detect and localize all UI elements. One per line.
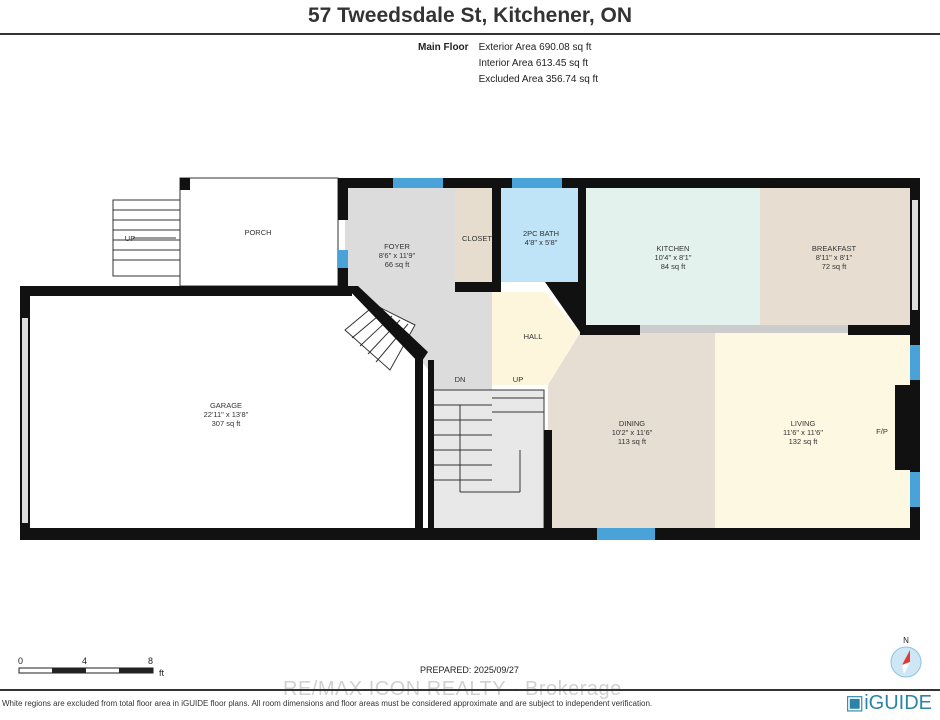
porch-label: PORCH: [244, 228, 271, 237]
brand-name: iGUIDE: [864, 692, 932, 714]
room-closet: [455, 188, 492, 290]
garage-area: 307 sq ft: [212, 419, 242, 428]
brand-logo: ▣iGUIDE: [845, 690, 932, 715]
kitchen-label: KITCHEN: [657, 244, 690, 253]
scale-tick-0: 0: [18, 656, 23, 666]
compass-icon: N: [882, 634, 928, 685]
garage-dims: 22'11" x 13'8": [204, 410, 249, 419]
breakfast-dims: 8'11" x 8'1": [816, 253, 853, 262]
room-kitchen: [585, 188, 760, 325]
room-garage: [28, 295, 420, 532]
excluded-area: Excluded Area 356.74 sq ft: [478, 74, 599, 85]
stairs-down-label: DN: [455, 375, 466, 384]
scale-tick-4: 4: [82, 656, 87, 666]
room-living: [715, 333, 912, 530]
scale-unit: ft: [159, 668, 165, 678]
footer-divider: [0, 689, 940, 691]
porch-stairs-label: UP: [125, 234, 135, 243]
room-porch: [179, 177, 339, 287]
compass-north-label: N: [903, 636, 909, 645]
iguide-icon: ▣: [845, 692, 865, 714]
breakfast-area: 72 sq ft: [822, 262, 848, 271]
living-area: 132 sq ft: [789, 437, 819, 446]
scale-bar: 0 4 8 ft: [16, 655, 176, 684]
dining-label: DINING: [619, 419, 645, 428]
foyer-dims: 8'6" x 11'9": [379, 251, 416, 260]
garage-label: GARAGE: [210, 401, 242, 410]
foyer-area: 66 sq ft: [385, 260, 411, 269]
room-breakfast: [760, 188, 912, 325]
living-dims: 11'6" x 11'6": [783, 428, 823, 437]
bath-label: 2PC BATH: [523, 229, 559, 238]
windows: [338, 178, 920, 540]
porch-stairs: [112, 199, 181, 277]
area-summary: Main Floor Exterior Area 690.08 sq ft In…: [418, 40, 598, 88]
room-dining: [548, 333, 715, 530]
page-title: 57 Tweedsdale St, Kitchener, ON: [307, 4, 633, 27]
kitchen-area: 84 sq ft: [661, 262, 687, 271]
header-divider: [0, 33, 940, 35]
hall-label: HALL: [524, 332, 543, 341]
dining-dims: 10'2" x 11'6": [612, 428, 653, 437]
breakfast-door: [912, 200, 918, 310]
garage-stairs: [344, 304, 416, 371]
prepared-date: PREPARED: 2025/09/27: [420, 665, 519, 675]
exterior-area: Exterior Area 690.08 sq ft: [478, 42, 592, 53]
interior-stairs: [431, 389, 545, 531]
dining-area: 113 sq ft: [618, 437, 647, 446]
foyer-label: FOYER: [384, 242, 410, 251]
fireplace-label: F/P: [876, 427, 888, 436]
garage-door: [22, 318, 28, 523]
closet-label: CLOSET: [462, 234, 492, 243]
floor-label: Main Floor: [418, 42, 469, 53]
bath-dims: 4'8" x 5'8": [525, 238, 558, 247]
interior-area: Interior Area 613.45 sq ft: [478, 58, 589, 69]
stairs-up-label: UP: [513, 375, 523, 384]
room-bath: [500, 188, 580, 282]
disclaimer: White regions are excluded from total fl…: [2, 699, 653, 708]
kitchen-dims: 10'4" x 8'1": [655, 253, 692, 262]
breakfast-label: BREAKFAST: [812, 244, 857, 253]
scale-tick-8: 8: [148, 656, 153, 666]
room-hall: [492, 292, 580, 385]
living-label: LIVING: [791, 419, 816, 428]
